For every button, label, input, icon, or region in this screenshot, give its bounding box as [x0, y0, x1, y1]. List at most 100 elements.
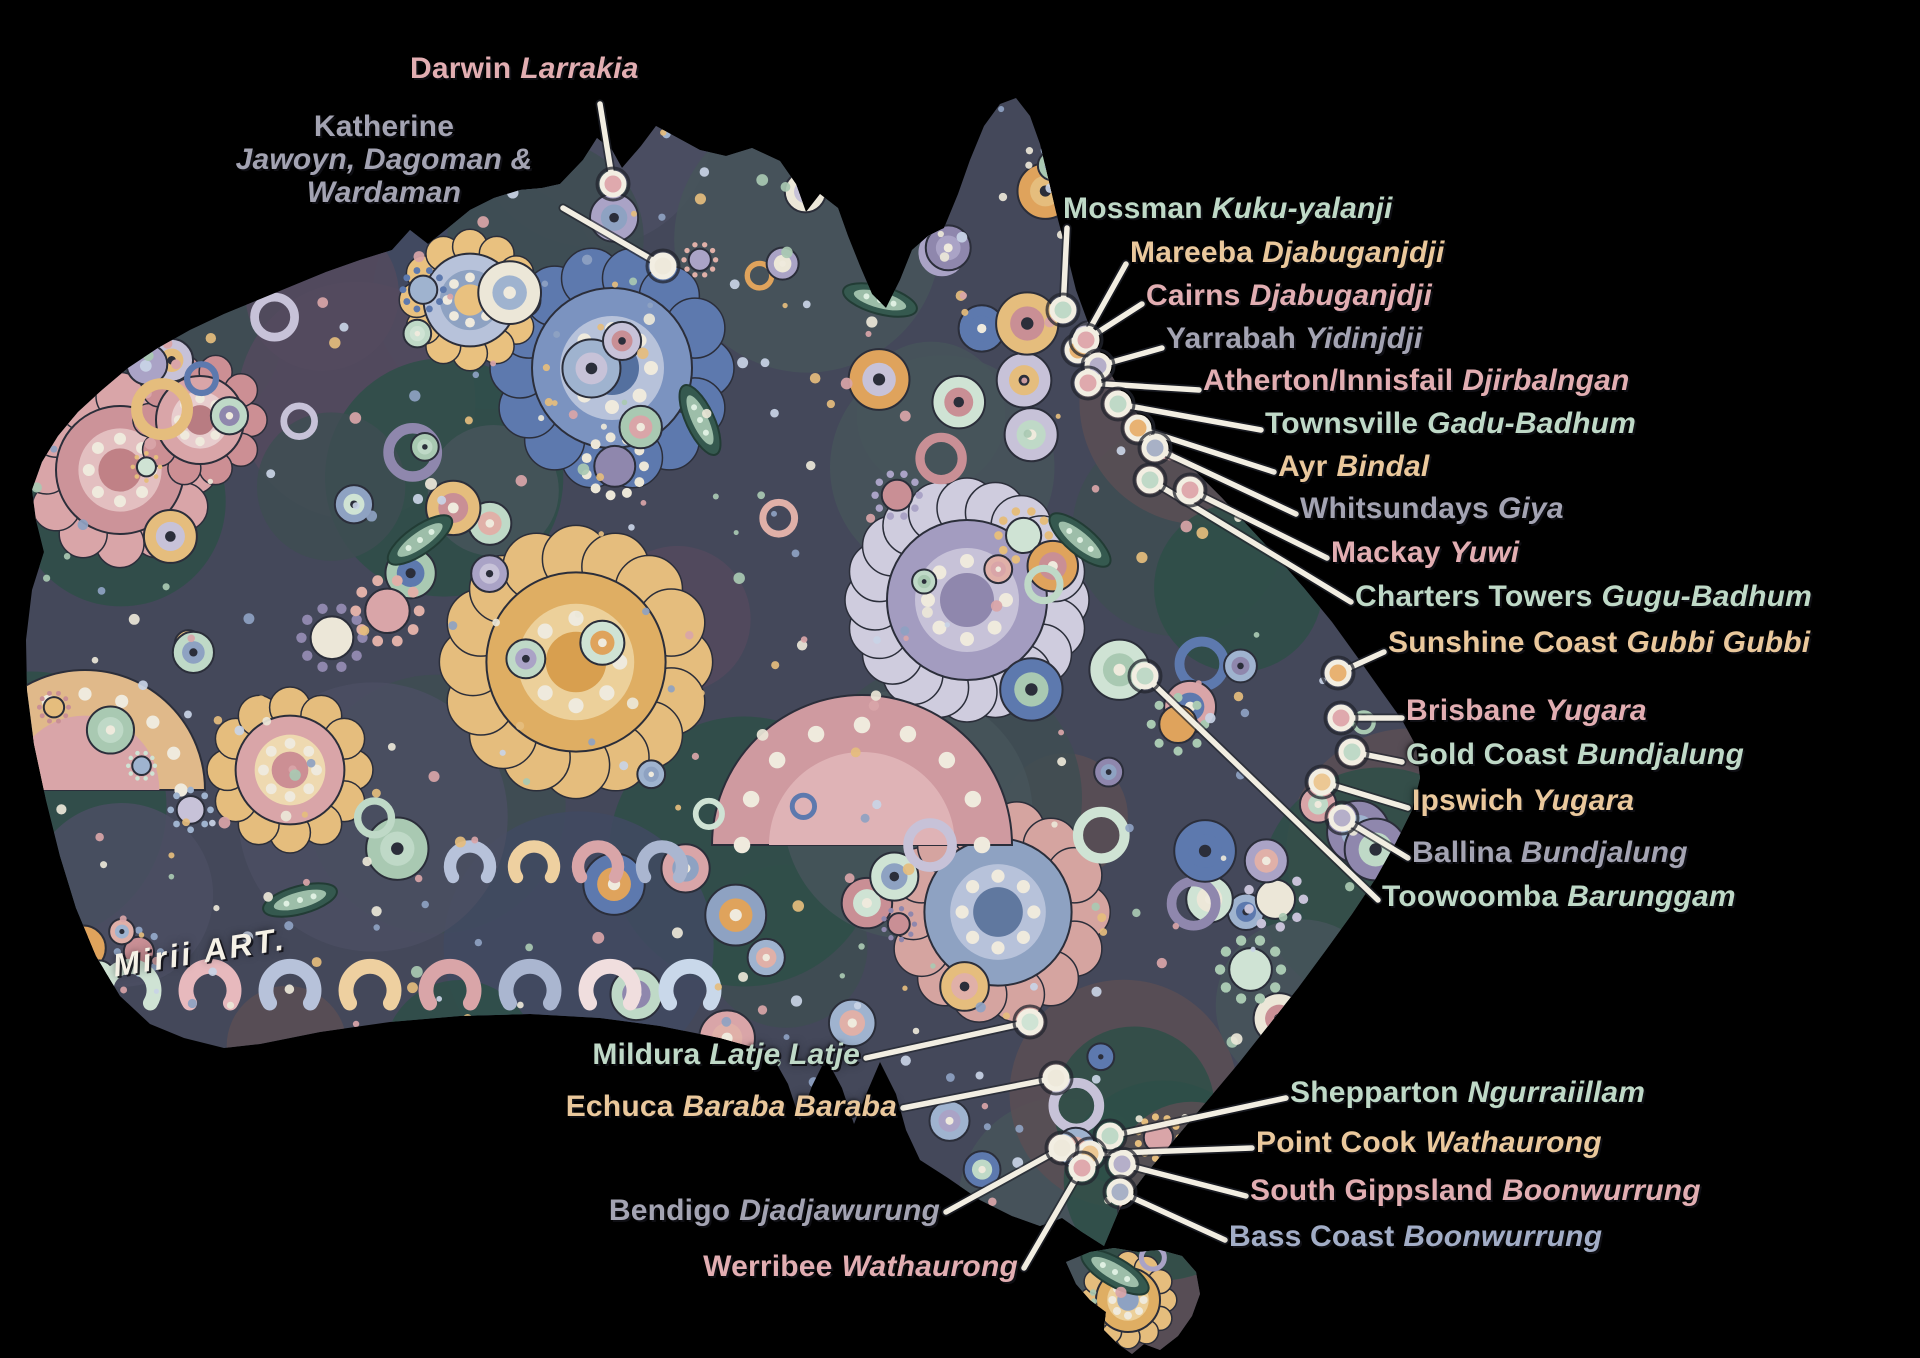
nation-name: Wathaurong	[1425, 1126, 1602, 1159]
marker-townsville	[1104, 390, 1132, 418]
nation-name: Wathaurong	[841, 1250, 1018, 1283]
marker-cairns	[1072, 326, 1100, 354]
marker-gold-coast	[1338, 738, 1366, 766]
nation-name: Djirbalngan	[1462, 364, 1630, 397]
nation-name: Boonwurrung	[1403, 1220, 1603, 1253]
place-name: Yarrabah	[1166, 322, 1297, 355]
place-name: Toowoomba	[1382, 880, 1559, 913]
marker-ring-bass-coast	[1102, 1174, 1138, 1210]
place-name: Cairns	[1146, 279, 1241, 312]
marker-katherine	[649, 252, 677, 280]
marker-ring-echuca	[1038, 1060, 1074, 1096]
place-name: Mareeba	[1130, 236, 1254, 269]
marker-shepparton	[1096, 1122, 1124, 1150]
nation-name: Boonwurrung	[1502, 1174, 1701, 1207]
marker-ring-mildura	[1012, 1004, 1048, 1040]
leader-line-ayr	[1135, 425, 1277, 475]
nation-name: Ngurraiillam	[1467, 1076, 1646, 1109]
marker-ayr	[1124, 414, 1152, 442]
place-name: Echuca	[565, 1090, 674, 1123]
nation-name: Gubbi Gubbi	[1626, 626, 1811, 659]
nation-name: Yugara	[1544, 694, 1647, 727]
marker-darwin	[599, 170, 627, 198]
nation-name: Gadu-Badhum	[1427, 407, 1637, 440]
place-name: Shepparton	[1290, 1076, 1459, 1109]
place-name: Darwin	[410, 52, 512, 85]
marker-bass-coast	[1106, 1178, 1134, 1206]
marker-ring-darwin	[595, 166, 631, 202]
nation-name: Djadjawurung	[739, 1194, 940, 1227]
marker-ipswich	[1308, 768, 1336, 796]
leader-line-south-gippsland	[1119, 1161, 1249, 1199]
place-name: Ballina	[1412, 836, 1512, 869]
marker-ring-katherine	[645, 248, 681, 284]
place-name: Whitsundays	[1300, 492, 1489, 525]
leader-line-werribee	[1021, 1165, 1085, 1271]
place-name: Mildura	[592, 1038, 701, 1071]
place-name: Werribee	[703, 1250, 833, 1283]
marker-werribee	[1068, 1154, 1096, 1182]
place-name: Ayr	[1278, 450, 1328, 483]
leader-line-toowoomba	[1142, 673, 1381, 903]
leader-line-townsville	[1115, 401, 1264, 433]
marker-ring-ipswich	[1304, 764, 1340, 800]
leader-line-shepparton	[1107, 1095, 1289, 1139]
nation-name: Kuku-yalanji	[1211, 192, 1393, 225]
marker-mackay	[1176, 476, 1204, 504]
marker-ring-bendigo	[1044, 1130, 1080, 1166]
nation-name: Djabuganjdji	[1262, 236, 1445, 269]
place-name: Sunshine Coast	[1388, 626, 1618, 659]
place-name: Bendigo	[608, 1194, 731, 1227]
marker-toowoomba	[1131, 662, 1159, 690]
marker-ring-brisbane	[1323, 700, 1359, 736]
place-name: Brisbane	[1406, 694, 1536, 727]
marker-ring-ballina	[1324, 800, 1360, 836]
place-name: Katherine	[313, 110, 455, 143]
leader-line-mackay	[1187, 487, 1330, 561]
nation-name: Yugara	[1532, 784, 1635, 817]
label-south-gippsland: South Gippsland Boonwurrung	[1250, 1174, 1701, 1207]
leader-line-atherton-innisfail	[1085, 380, 1202, 393]
leader-line-darwin	[597, 101, 616, 187]
place-name: Atherton/Innisfail	[1203, 364, 1454, 397]
marker-bendigo	[1048, 1134, 1076, 1162]
place-name: Mackay	[1331, 536, 1441, 569]
nation-name: Giya	[1497, 492, 1564, 525]
leader-line-bass-coast	[1117, 1189, 1228, 1243]
place-name: Townsville	[1265, 407, 1419, 440]
nation-name: Wardaman	[306, 176, 462, 209]
marker-brisbane	[1327, 704, 1355, 732]
marker-ring-charters-towers	[1132, 462, 1168, 498]
place-name: Point Cook	[1256, 1126, 1417, 1159]
nation-name: Bundjalung	[1577, 738, 1744, 771]
place-name: Ipswich	[1412, 784, 1524, 817]
leader-line-katherine	[560, 205, 666, 269]
marker-ring-atherton-innisfail	[1070, 365, 1106, 401]
nation-name: Barunggam	[1567, 880, 1736, 913]
place-name: Bass Coast	[1229, 1220, 1395, 1253]
marker-ring-mossman	[1045, 292, 1081, 328]
nation-name: Baraba Baraba	[682, 1090, 897, 1123]
place-name: South Gippsland	[1250, 1174, 1493, 1207]
place-name: Gold Coast	[1406, 738, 1569, 771]
place-name: Mossman	[1063, 192, 1203, 225]
